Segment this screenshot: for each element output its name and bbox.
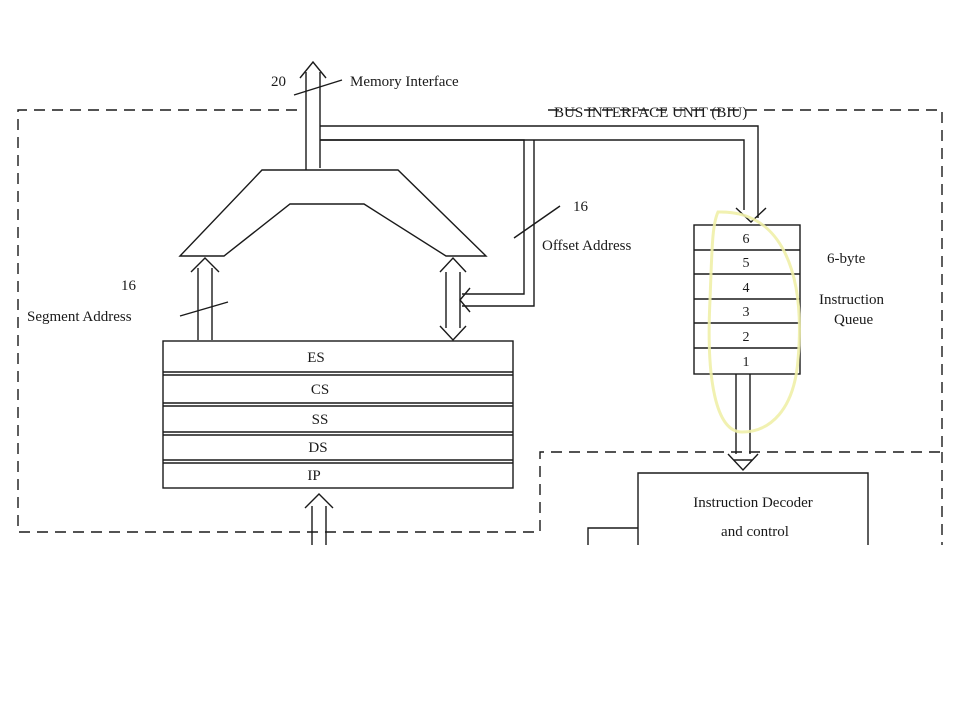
queue-slot-3: 3 bbox=[743, 305, 750, 320]
register-ss: SS bbox=[312, 412, 329, 428]
segment-register-file bbox=[162, 340, 514, 489]
address-adder bbox=[178, 169, 488, 257]
register-cs: CS bbox=[311, 382, 329, 398]
segment-width: 16 bbox=[121, 278, 137, 294]
queue-label-line2: Queue bbox=[834, 312, 873, 328]
queue-size-label: 6-byte bbox=[827, 251, 866, 267]
offset-width: 16 bbox=[573, 199, 589, 215]
instruction-decoder-box bbox=[587, 472, 869, 545]
offset-label: Offset Address bbox=[542, 238, 631, 254]
register-ds: DS bbox=[308, 440, 327, 456]
memory-interface-label: Memory Interface bbox=[350, 74, 459, 90]
segment-address-bus bbox=[179, 257, 229, 340]
segment-label: Segment Address bbox=[27, 309, 132, 325]
queue-slot-5: 5 bbox=[743, 256, 750, 271]
decoder-label-line2: and control bbox=[721, 524, 789, 540]
register-ip: IP bbox=[307, 468, 320, 484]
queue-highlight bbox=[707, 210, 801, 434]
memory-interface-bus bbox=[293, 60, 343, 170]
biu-boundary bbox=[17, 109, 943, 533]
biu-title: BUS INTERFACE UNIT (BIU) bbox=[554, 105, 747, 121]
queue-slot-1: 1 bbox=[743, 355, 750, 370]
decoder-label-line1: Instruction Decoder bbox=[693, 495, 813, 511]
queue-output-bus bbox=[727, 374, 759, 472]
queue-label-line1: Instruction bbox=[819, 292, 884, 308]
queue-slot-6: 6 bbox=[743, 232, 750, 247]
queue-slot-2: 2 bbox=[743, 330, 750, 345]
ip-input-bus bbox=[304, 493, 334, 545]
register-es: ES bbox=[307, 350, 325, 366]
queue-slot-4: 4 bbox=[743, 281, 750, 296]
memory-interface-width: 20 bbox=[271, 74, 286, 90]
offset-address-bus bbox=[439, 256, 467, 342]
